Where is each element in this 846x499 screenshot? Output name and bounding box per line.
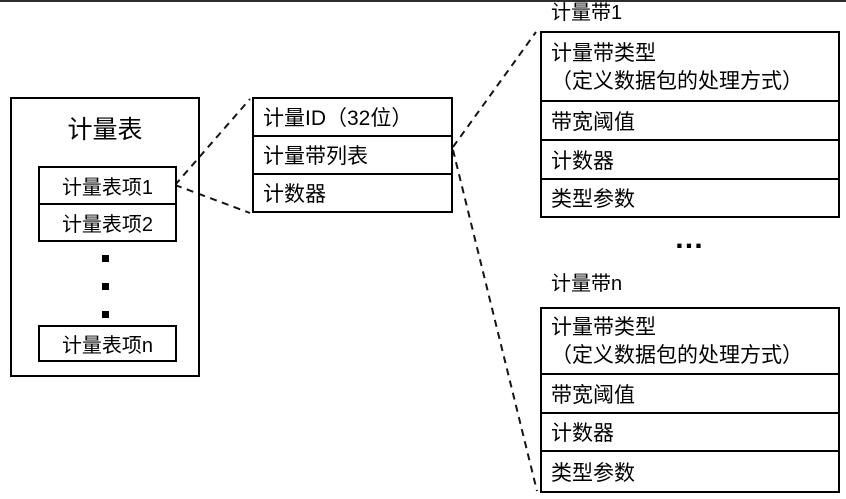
band-type-row: 计量带类型 （定义数据包的处理方式） (542, 33, 838, 100)
rate-threshold-row: 带宽阈值 (542, 100, 838, 139)
top-border-line (0, 0, 846, 2)
type-args-row: 类型参数 (542, 178, 838, 216)
band-counters-row: 计数器 (542, 139, 838, 178)
meter-band-n-title: 计量带n (551, 273, 623, 295)
band-type-line1: 计量带类型 (551, 316, 656, 339)
meter-id-row: 计量ID（32位） (263, 107, 413, 130)
meter-table-entries: 计量表项1 计量表项2 (38, 166, 177, 242)
meter-band-1-box: 计量带类型 （定义数据包的处理方式） 带宽阈值 计数器 类型参数 (540, 31, 840, 218)
meter-table-entry-n: 计量表项n (38, 325, 177, 362)
band-type-line2: （定义数据包的处理方式） (551, 69, 803, 93)
band-type-row: 计量带类型 （定义数据包的处理方式） (542, 309, 838, 373)
meter-table-box: 计量表 计量表项1 计量表项2 计量表项n (10, 97, 200, 377)
ellipsis-dot (101, 283, 109, 290)
meter-table-entry-2: 计量表项2 (38, 203, 177, 242)
connector-bandlist-to-bandn (452, 149, 538, 492)
counters-row: 计数器 (254, 173, 451, 211)
band-type-line1: 计量带类型 (551, 41, 656, 65)
meter-band-1-title: 计量带1 (551, 2, 623, 24)
ellipsis-dot (101, 255, 109, 262)
ellipsis-dot (101, 311, 109, 318)
meter-band-n-box: 计量带类型 （定义数据包的处理方式） 带宽阈值 计数器 类型参数 (540, 307, 840, 493)
connector-bandlist-to-band1 (452, 31, 537, 148)
vertical-ellipsis (12, 255, 198, 318)
band-type-line2: （定义数据包的处理方式） (551, 344, 803, 367)
horizontal-ellipsis: … (674, 222, 706, 255)
type-args-row: 类型参数 (542, 450, 838, 491)
meter-entry-detail-box: 计量ID（32位） 计量带列表 计数器 (252, 97, 453, 213)
meter-table-title: 计量表 (67, 116, 143, 144)
band-counters-row: 计数器 (542, 412, 838, 450)
meter-table-entry-1: 计量表项1 (38, 166, 177, 205)
rate-threshold-row: 带宽阈值 (542, 373, 838, 412)
band-list-row: 计量带列表 (254, 135, 451, 173)
